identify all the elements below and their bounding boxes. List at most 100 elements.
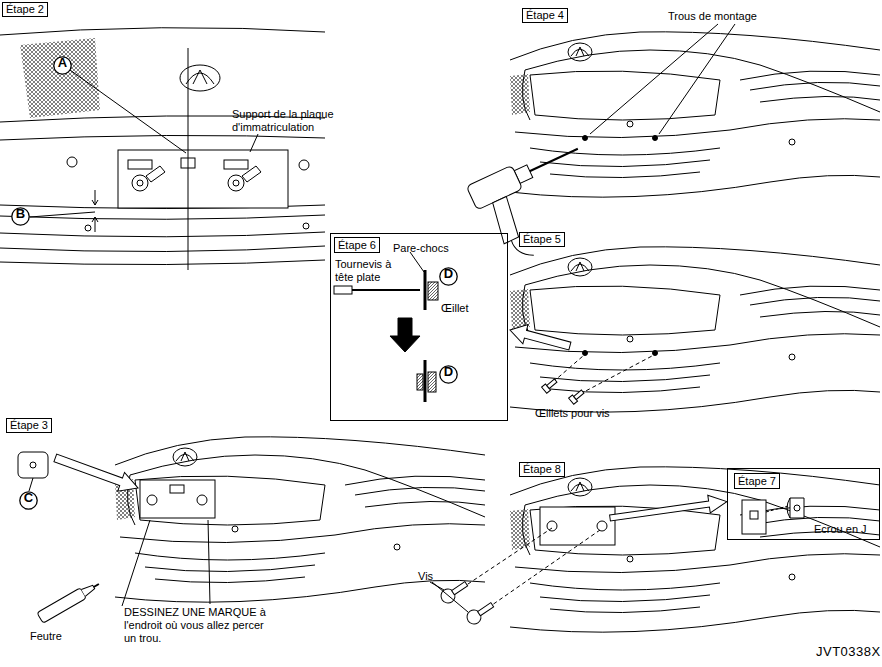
car-front-grommets <box>510 247 880 412</box>
grommet-detail <box>417 374 423 390</box>
car-front-drilling <box>659 24 735 134</box>
car-front-marking <box>18 437 485 623</box>
step-title: Étape 8 <box>523 463 561 476</box>
part-label: Pare-chocs <box>393 242 449 255</box>
bumper-front-view <box>30 212 95 217</box>
bumper-front-view <box>224 160 248 169</box>
car-front-grommets <box>653 351 658 356</box>
callout-circle <box>440 366 457 383</box>
car-front-bracket <box>742 500 766 534</box>
car-front-marking <box>122 520 210 606</box>
car-front-marking <box>37 579 102 623</box>
car-front-drilling <box>466 24 880 269</box>
grommet-detail <box>428 282 438 300</box>
car-front-bracket <box>609 493 728 527</box>
bumper-front-view <box>70 70 186 153</box>
callout-letter: D <box>439 267 458 286</box>
bumper-front-view <box>299 160 309 170</box>
callout-letter: B <box>11 207 30 226</box>
callout-text: B <box>11 207 30 220</box>
car-front-bracket <box>597 521 607 531</box>
step-label: Étape 3 <box>6 418 52 433</box>
car-front-bracket <box>510 467 880 632</box>
bumper-front-view <box>0 232 325 237</box>
car-front-drilling <box>528 149 578 172</box>
bumper-front-view <box>118 150 288 208</box>
car-front-grommets <box>547 379 557 388</box>
car-front-drilling <box>590 24 718 134</box>
car-front-marking <box>52 449 142 498</box>
car-front-marking <box>18 452 48 478</box>
callout-letter: C <box>19 491 38 510</box>
car-front-drilling <box>510 32 880 197</box>
car-front-marking <box>30 462 36 468</box>
car-front-bracket <box>547 521 557 531</box>
callout-circle <box>440 268 457 285</box>
car-front-bracket <box>609 493 728 527</box>
car-front-grommets <box>574 390 584 399</box>
step-title: Étape 4 <box>526 9 564 22</box>
bumper-front-view <box>180 65 220 91</box>
figure-code: JVT0338X <box>816 645 881 658</box>
car-front-marking <box>94 584 99 587</box>
detail-inset: Étape 7Ecrou en J <box>727 468 880 540</box>
step-label: Étape 5 <box>519 232 565 247</box>
step-title: Étape 7 <box>734 473 780 489</box>
car-front-grommets <box>569 389 586 405</box>
bumper-front-view <box>303 223 309 229</box>
bumper-front-view <box>250 134 258 152</box>
step-label: Étape 8 <box>519 462 565 477</box>
car-front-marking <box>37 588 86 623</box>
car-front-marking <box>170 485 184 493</box>
bumper-front-view <box>92 200 98 222</box>
car-front-drilling <box>466 137 610 269</box>
detail-frame: Étape 6Tournevis à tête platePare-chocsŒ… <box>330 233 508 421</box>
car-front-bracket <box>750 511 758 519</box>
car-front-bracket <box>430 582 468 612</box>
car-front-bracket <box>452 582 468 595</box>
car-front-grommets <box>553 356 652 394</box>
car-front-grommets <box>507 247 880 412</box>
bumper-front-view <box>137 180 143 186</box>
car-front-bracket <box>787 498 790 518</box>
car-front-marking <box>52 449 142 498</box>
grommet-detail <box>428 372 436 392</box>
bumper-front-view <box>0 246 325 252</box>
car-front-drilling <box>653 136 658 141</box>
grommet-detail <box>352 289 420 291</box>
step-title: Étape 6 <box>334 237 380 253</box>
bumper-front-view <box>128 160 152 169</box>
bumper-front-view <box>20 38 100 118</box>
callout-text: A <box>53 56 72 69</box>
car-front-bracket <box>456 528 600 612</box>
car-front-bracket <box>478 603 494 616</box>
car-front-marking <box>81 584 95 597</box>
part-label: Support de la plaque d'immatriculation <box>232 108 340 134</box>
bumper-front-view <box>132 175 148 191</box>
car-front-grommets <box>507 320 572 355</box>
grommet-detail <box>410 252 424 272</box>
step-title: Étape 2 <box>6 3 44 16</box>
bumper-front-view <box>95 190 96 232</box>
bumper-front-view <box>85 225 91 231</box>
grommet-detail <box>424 270 427 310</box>
car-front-drilling <box>583 136 588 141</box>
car-front-marking <box>147 495 157 505</box>
callout-letter: A <box>53 56 72 75</box>
callout-circle <box>20 492 37 509</box>
step-title: Étape 5 <box>523 233 561 246</box>
bumper-front-view <box>233 180 239 186</box>
part-label: Œillets pour vis <box>535 407 610 420</box>
callout-text: D <box>439 267 458 280</box>
car-front-marking <box>115 437 485 602</box>
bumper-front-view <box>228 175 244 191</box>
car-front-marking <box>29 478 33 491</box>
callout-text: D <box>439 365 458 378</box>
bumper-front-view <box>242 166 261 182</box>
grommet-detail <box>424 360 427 402</box>
grommet-detail <box>390 318 420 352</box>
bumper-front-view <box>188 48 189 270</box>
bumper-front-view <box>146 166 165 182</box>
bumper-front-view <box>0 28 325 270</box>
